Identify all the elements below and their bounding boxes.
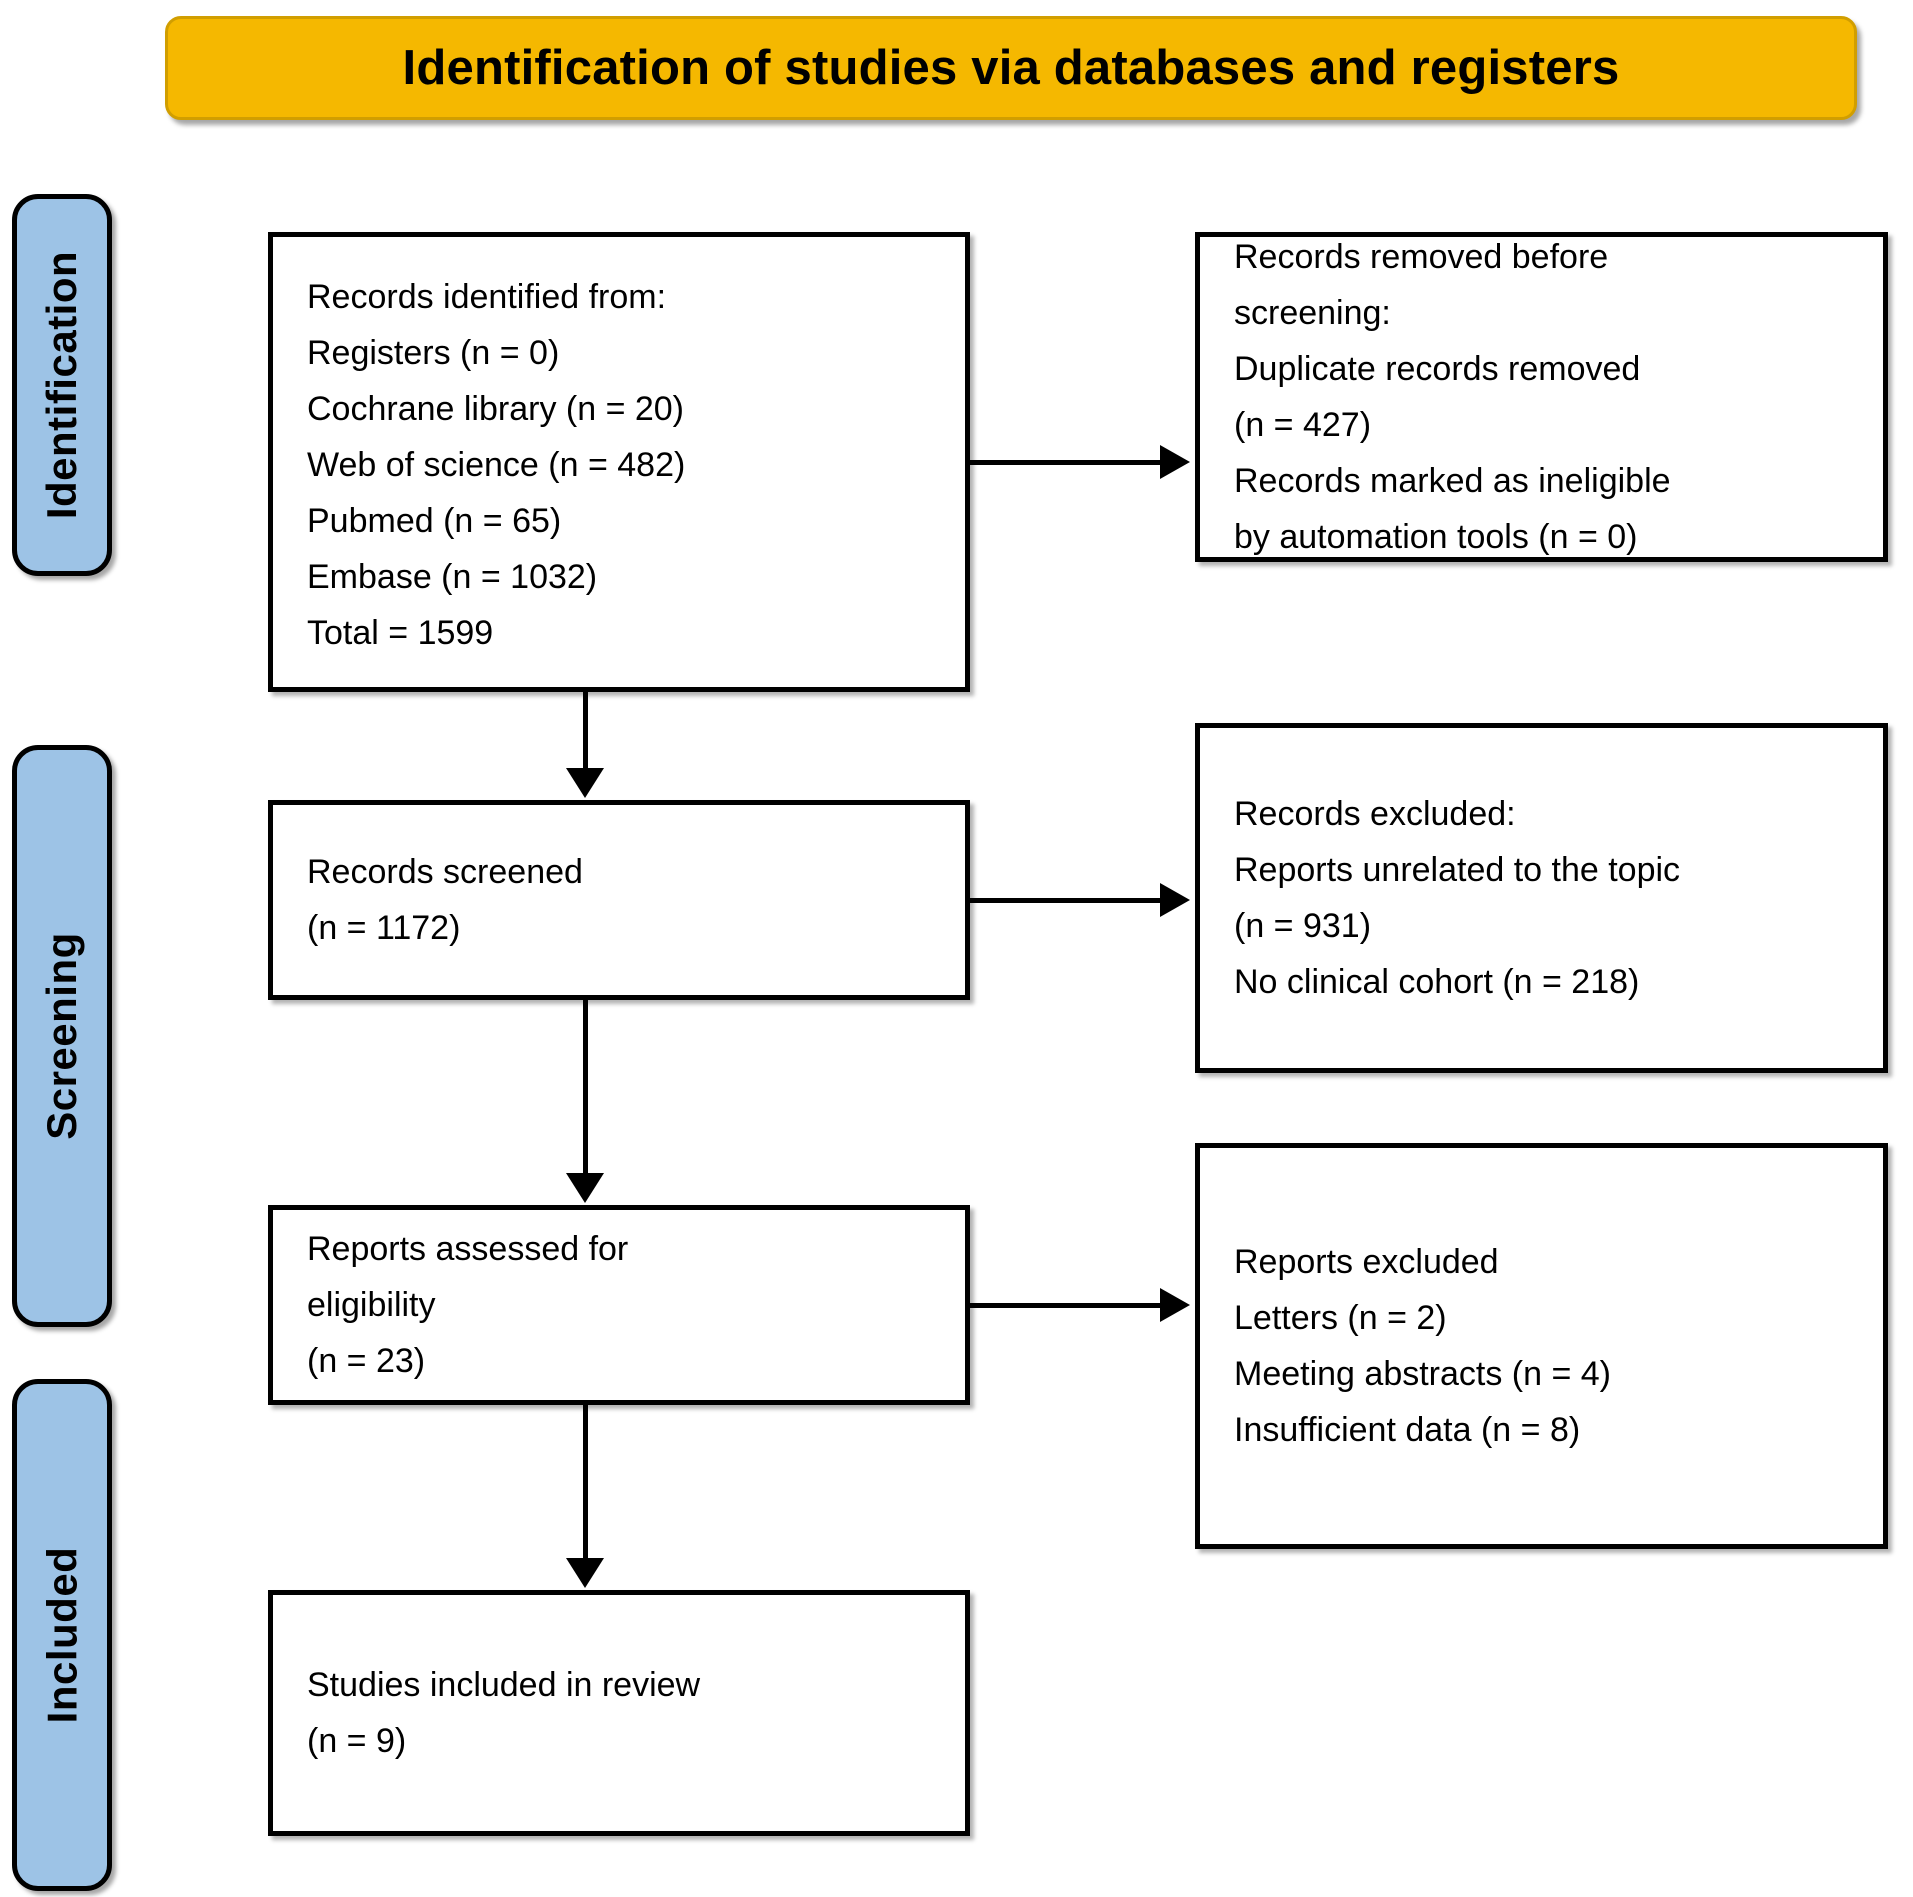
box-line: Cochrane library (n = 20) xyxy=(307,390,685,428)
stage-label-screening: Screening xyxy=(38,932,86,1140)
box-line: (n = 1172) xyxy=(307,909,461,947)
page-title: Identification of studies via databases … xyxy=(402,41,1620,95)
box-line: Total = 1599 xyxy=(307,614,494,652)
box-studies-included-in-review: Studies included in review (n = 9) xyxy=(268,1590,970,1836)
box-line: (n = 427) xyxy=(1234,406,1372,444)
connector-line-assessed-to-reports-excluded xyxy=(970,1303,1166,1308)
connector-line-screened-to-assessed xyxy=(583,1000,588,1175)
box-line: Letters (n = 2) xyxy=(1234,1299,1447,1337)
box-line: No clinical cohort (n = 218) xyxy=(1234,963,1640,1001)
box-line: Reports excluded xyxy=(1234,1243,1499,1281)
box-line: Reports unrelated to the topic xyxy=(1234,851,1681,889)
box-line: eligibility xyxy=(307,1286,436,1324)
box-line: Studies included in review xyxy=(307,1666,701,1704)
box-line: Records screened xyxy=(307,853,583,891)
arrow-right-icon xyxy=(1160,1288,1190,1322)
box-line: by automation tools (n = 0) xyxy=(1234,518,1638,556)
box-line: Pubmed (n = 65) xyxy=(307,502,562,540)
box-line: Reports assessed for xyxy=(307,1230,629,1268)
box-reports-assessed-for-eligibility: Reports assessed for eligibility (n = 23… xyxy=(268,1205,970,1405)
box-line: Registers (n = 0) xyxy=(307,334,560,372)
arrow-right-icon xyxy=(1160,883,1190,917)
box-line: (n = 931) xyxy=(1234,907,1372,945)
connector-line-identified-to-screened xyxy=(583,692,588,772)
box-line: Duplicate records removed xyxy=(1234,350,1641,388)
box-line: Web of science (n = 482) xyxy=(307,446,686,484)
stage-bar-included: Included xyxy=(12,1379,112,1891)
box-line: screening: xyxy=(1234,294,1391,332)
stage-bar-identification: Identification xyxy=(12,194,112,576)
connector-line-screened-to-records-excluded xyxy=(970,898,1166,903)
box-records-identified: Records identified from: Registers (n = … xyxy=(268,232,970,692)
box-line: Insufficient data (n = 8) xyxy=(1234,1411,1581,1449)
box-line: Records marked as ineligible xyxy=(1234,462,1671,500)
stage-bar-screening: Screening xyxy=(12,745,112,1327)
box-line: Records removed before xyxy=(1234,238,1609,276)
box-line: (n = 9) xyxy=(307,1722,407,1760)
arrow-down-icon xyxy=(566,1558,604,1588)
box-records-removed-before-screening: Records removed before screening: Duplic… xyxy=(1195,232,1888,562)
box-line: (n = 23) xyxy=(307,1342,426,1380)
stage-label-identification: Identification xyxy=(38,250,85,520)
box-line: Records excluded: xyxy=(1234,795,1516,833)
box-records-excluded: Records excluded: Reports unrelated to t… xyxy=(1195,723,1888,1073)
connector-line-identified-to-removed xyxy=(970,460,1166,465)
arrow-right-icon xyxy=(1160,445,1190,479)
connector-line-assessed-to-included xyxy=(583,1405,588,1560)
box-records-screened: Records screened (n = 1172) xyxy=(268,800,970,1000)
arrow-down-icon xyxy=(566,768,604,798)
box-reports-excluded: Reports excluded Letters (n = 2) Meeting… xyxy=(1195,1143,1888,1549)
arrow-down-icon xyxy=(566,1173,604,1203)
diagram-header-banner: Identification of studies via databases … xyxy=(165,16,1857,120)
box-line: Meeting abstracts (n = 4) xyxy=(1234,1355,1612,1393)
box-line: Records identified from: xyxy=(307,278,667,316)
box-line: Embase (n = 1032) xyxy=(307,558,598,596)
stage-label-included: Included xyxy=(38,1546,85,1724)
